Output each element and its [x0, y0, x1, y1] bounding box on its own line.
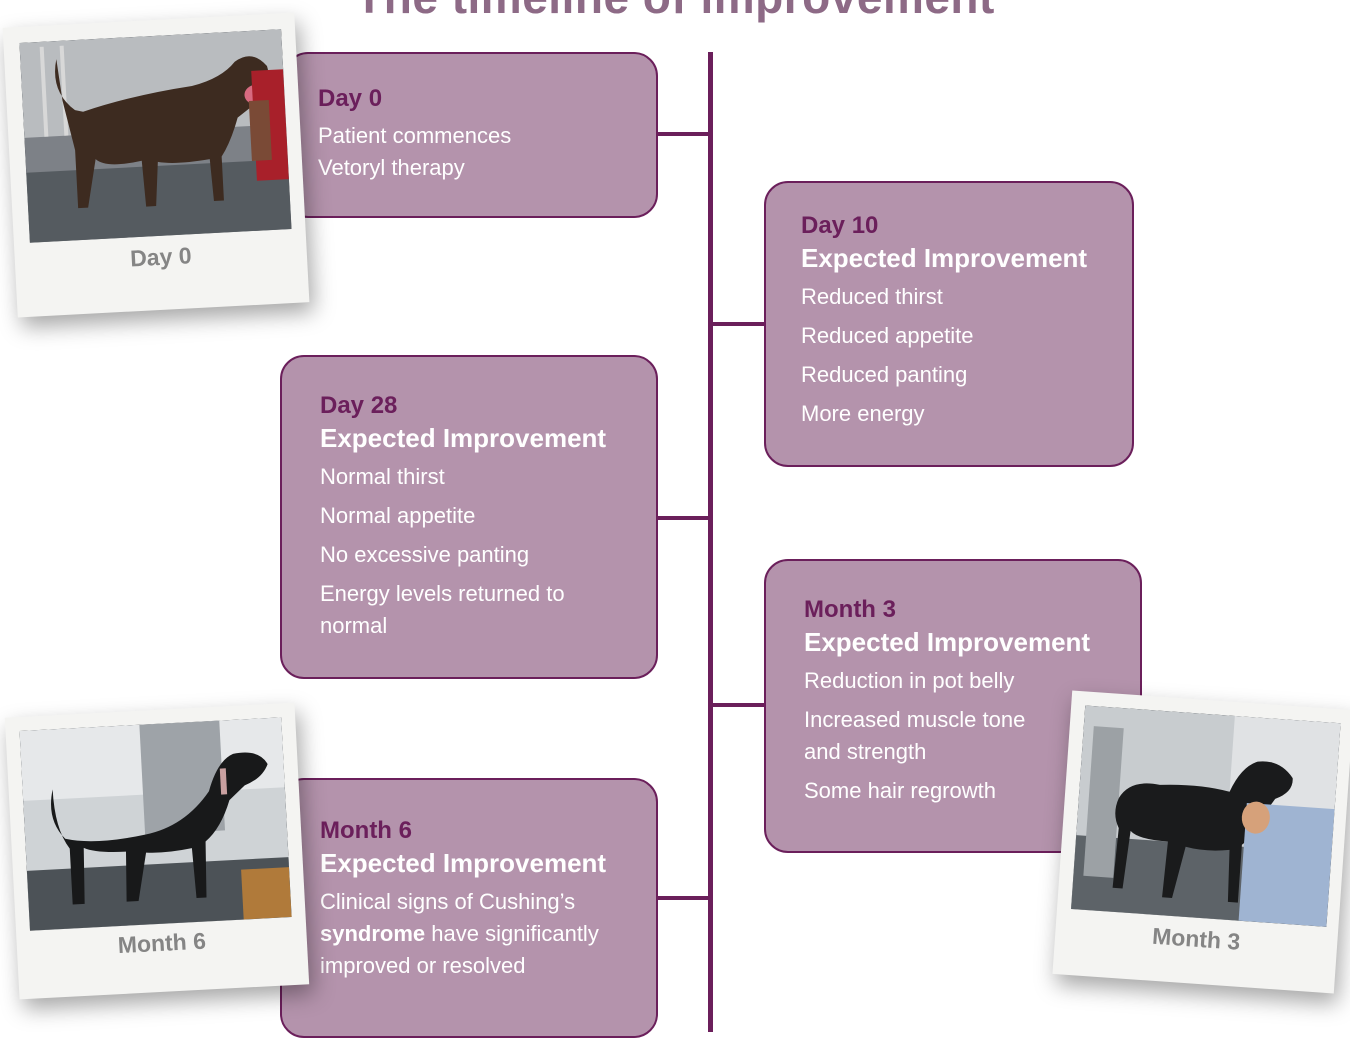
connector-month3 — [712, 703, 766, 707]
stage-label: Day 28 — [320, 392, 398, 419]
improvement-item: Energy levels returned to normal — [320, 581, 565, 638]
connector-day10 — [712, 322, 766, 326]
stage-card-day0: Day 0 Patient commences Vetoryl therapy — [284, 52, 658, 218]
stage-label: Month 6 — [320, 817, 412, 844]
description-line: Patient commences — [318, 123, 512, 148]
dog-photo — [1071, 705, 1341, 927]
improvement-item: No excessive panting — [320, 542, 530, 567]
stage-heading: Expected Improvement — [320, 423, 607, 453]
improvement-item: Normal thirst — [320, 464, 445, 489]
stage-heading: Expected Improvement — [320, 848, 607, 878]
improvement-item: Reduced panting — [801, 362, 968, 387]
improvement-item: Reduction in pot belly — [804, 668, 1015, 693]
improvement-item: Some hair regrowth — [804, 778, 996, 803]
timeline-line — [708, 52, 713, 1032]
improvement-item: Normal appetite — [320, 503, 476, 528]
stage-heading: Expected Improvement — [804, 627, 1091, 657]
stage-description: Clinical signs of Cushing’s syndrome hav… — [320, 886, 630, 982]
connector-day28 — [656, 516, 710, 520]
dog-photo — [19, 29, 292, 243]
stage-label: Month 3 — [804, 596, 896, 623]
photo-caption: Day 0 — [129, 242, 193, 272]
connector-day0 — [656, 132, 710, 136]
stage-card-month6: Month 6 Expected Improvement Clinical si… — [280, 778, 658, 1038]
stage-heading: Expected Improvement — [801, 243, 1088, 273]
improvement-item: Reduced appetite — [801, 323, 974, 348]
improvement-item: Reduced thirst — [801, 284, 943, 309]
photo-day0: Day 0 — [2, 12, 310, 318]
stage-description: Patient commences Vetoryl therapy — [318, 120, 656, 184]
photo-month6: Month 6 — [4, 702, 310, 1000]
stage-label: Day 10 — [801, 212, 879, 239]
connector-month6 — [656, 896, 710, 900]
dog-photo — [19, 717, 292, 931]
stage-label: Day 0 — [318, 85, 383, 112]
page-title: The timeline of improvement — [0, 0, 1350, 24]
improvement-item: More energy — [801, 401, 925, 426]
description-text: Clinical signs of Cushing’s — [320, 889, 576, 914]
stage-card-day28: Day 28 Expected Improvement Normal thirs… — [280, 355, 658, 679]
description-text: have significantly improved or resolved — [320, 921, 599, 978]
stage-card-day10: Day 10 Expected Improvement Reduced thir… — [764, 181, 1134, 467]
photo-month3: Month 3 — [1052, 690, 1350, 994]
improvement-item: Increased muscle tone and strength — [804, 707, 1026, 764]
description-line: Vetoryl therapy — [318, 155, 465, 180]
description-emphasis: syndrome — [320, 921, 426, 946]
